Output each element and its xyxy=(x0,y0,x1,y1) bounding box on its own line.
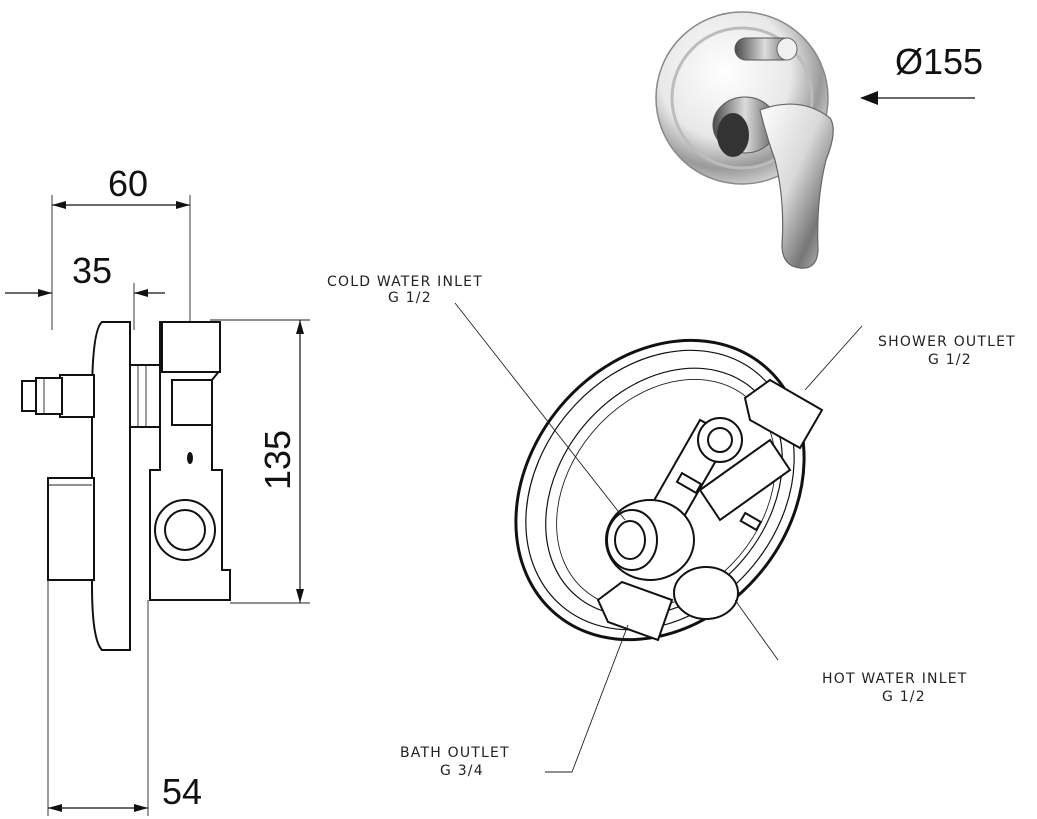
mixer-product-image xyxy=(655,11,834,269)
svg-text:G 1/2: G 1/2 xyxy=(882,689,926,705)
svg-text:G 3/4: G 3/4 xyxy=(440,763,484,779)
svg-text:COLD WATER INLET: COLD WATER INLET xyxy=(327,274,483,290)
dimension-35: 35 xyxy=(72,250,112,291)
label-bath-outlet: BATH OUTLET G 3/4 xyxy=(400,745,510,779)
side-view xyxy=(5,195,310,816)
label-hot-water-inlet: HOT WATER INLET G 1/2 xyxy=(822,671,968,705)
dimension-diameter: Ø155 xyxy=(895,41,983,82)
svg-text:G 1/2: G 1/2 xyxy=(928,352,972,368)
svg-text:SHOWER OUTLET: SHOWER OUTLET xyxy=(878,334,1016,350)
svg-text:G 1/2: G 1/2 xyxy=(388,290,432,306)
label-cold-water-inlet: COLD WATER INLET G 1/2 xyxy=(327,274,483,306)
leader-lines xyxy=(454,302,863,773)
dimension-60: 60 xyxy=(108,163,148,204)
dimension-54: 54 xyxy=(162,771,202,812)
dimension-135: 135 xyxy=(257,430,298,490)
valve-isometric-view xyxy=(514,338,824,642)
label-shower-outlet: SHOWER OUTLET G 1/2 xyxy=(878,334,1016,368)
svg-text:BATH OUTLET: BATH OUTLET xyxy=(400,745,510,761)
svg-text:HOT WATER INLET: HOT WATER INLET xyxy=(822,671,968,687)
